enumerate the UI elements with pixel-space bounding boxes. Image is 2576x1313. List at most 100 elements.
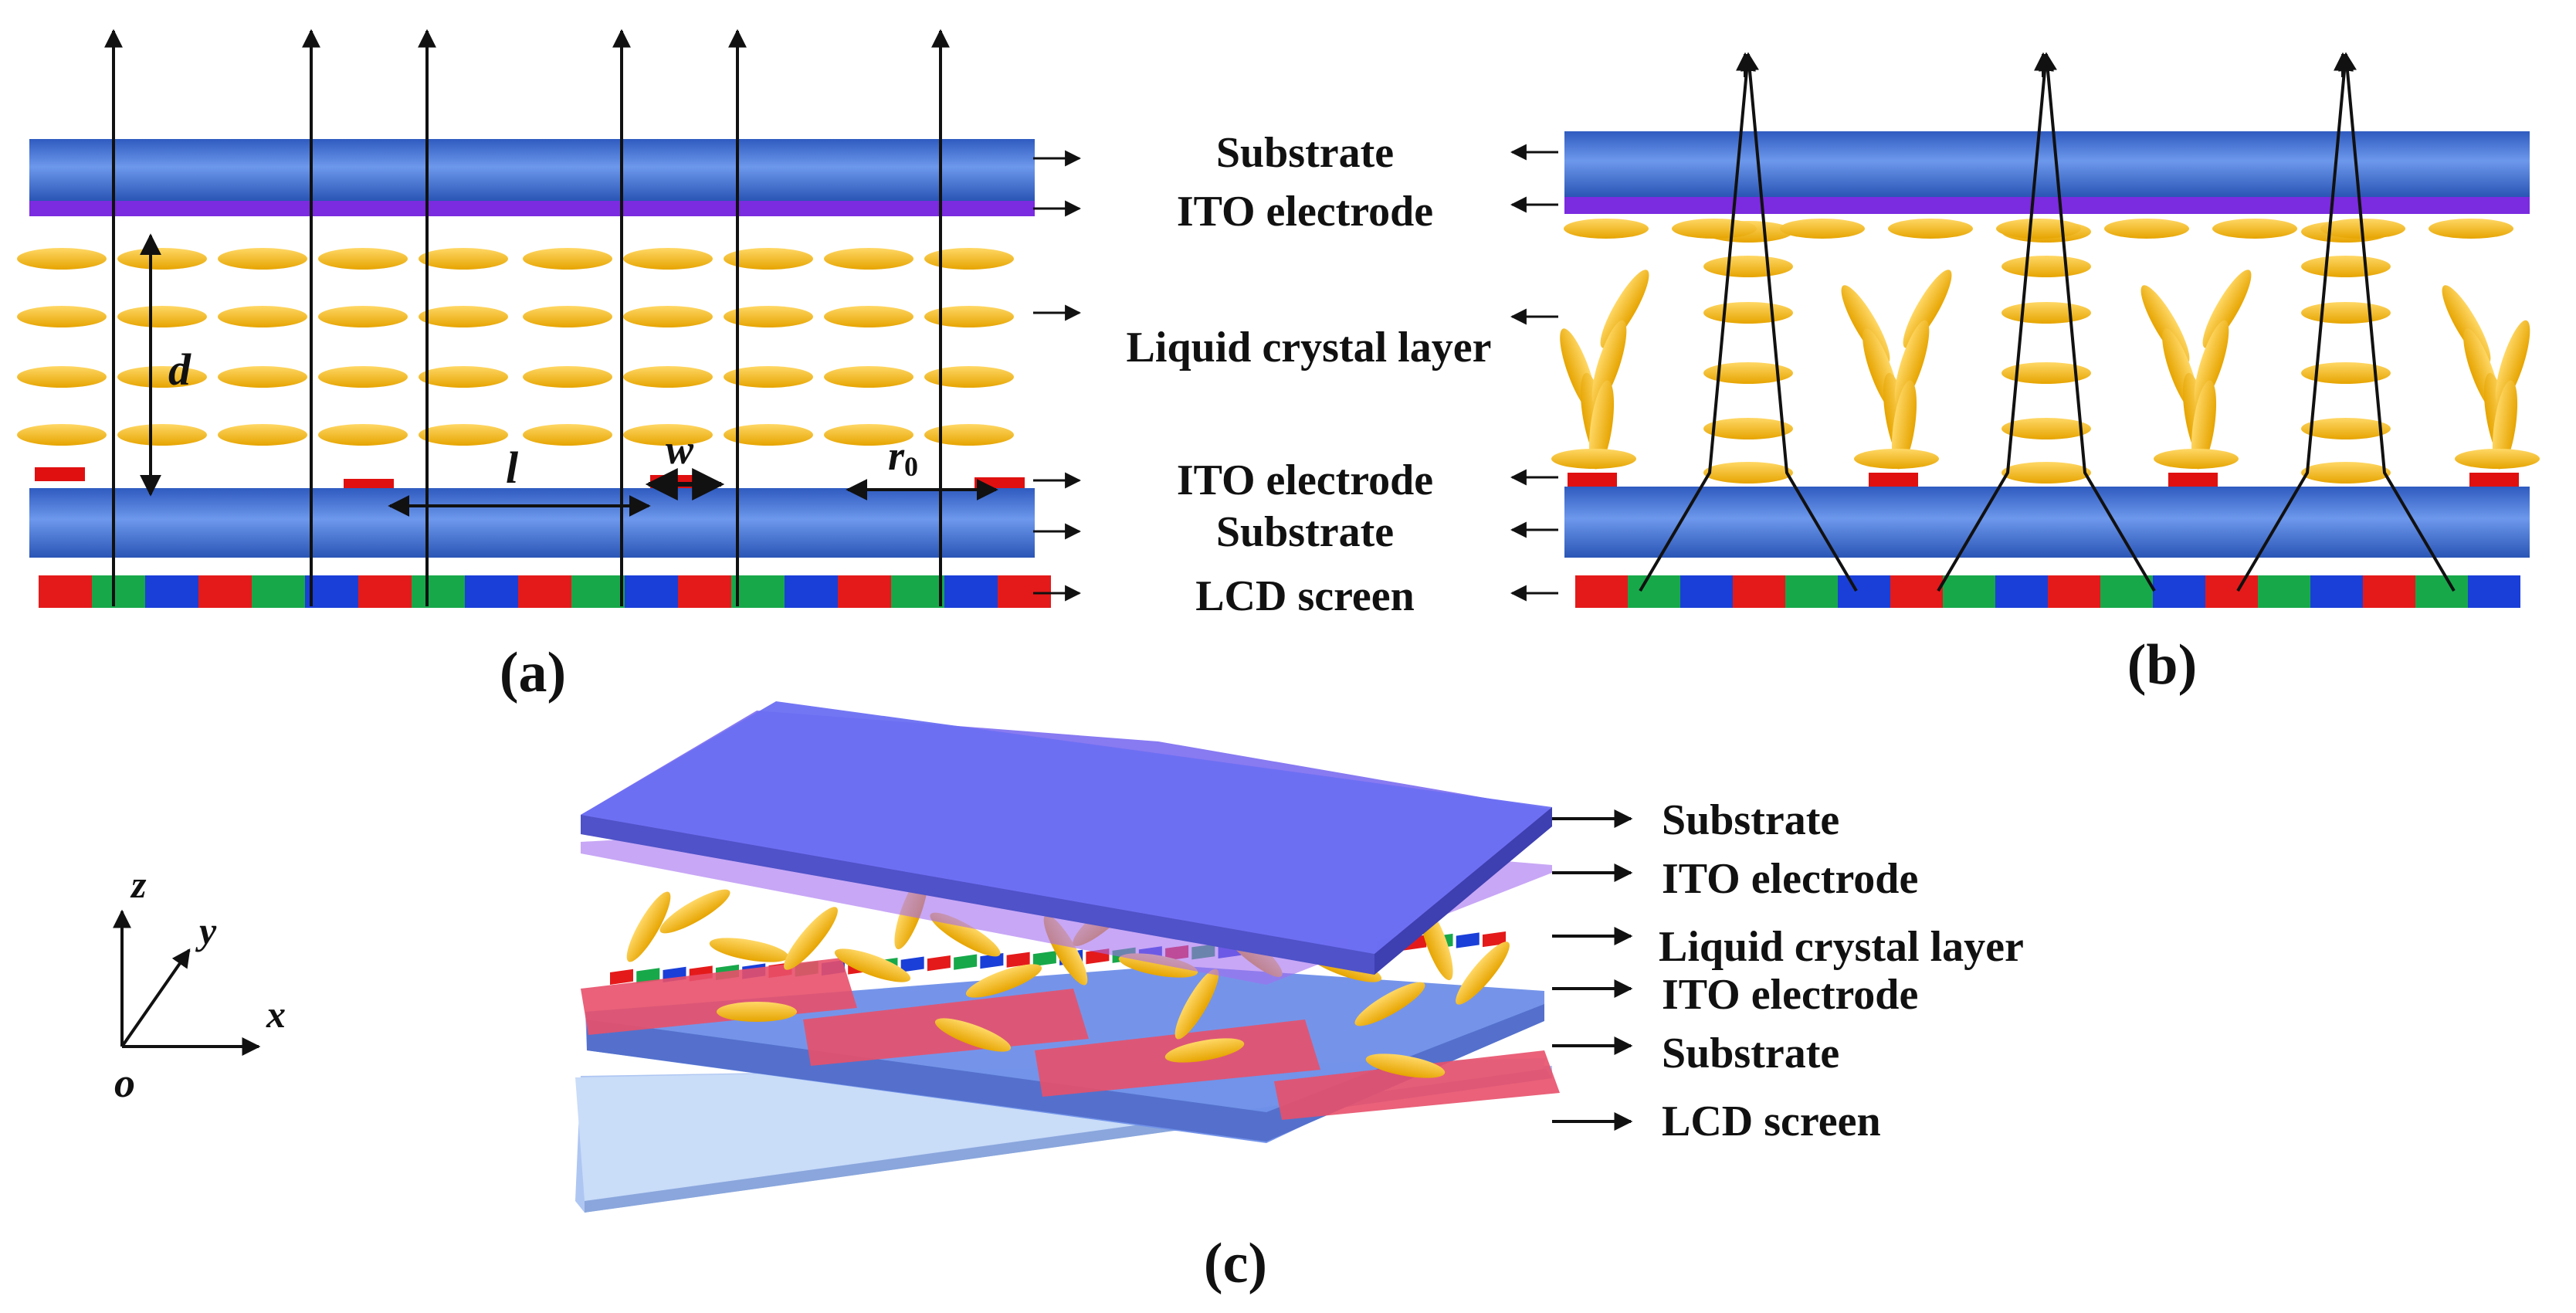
lc-molecule [2001, 462, 2091, 483]
panel-b-caption: (b) [2127, 633, 2197, 697]
lcd-pixel [1890, 575, 1943, 608]
lc-molecule-3d [1164, 1038, 1245, 1063]
panel-c: Substrate ITO electrode Liquid crystal l… [575, 701, 2024, 1295]
c-label-ito-top: ITO electrode [1662, 855, 1918, 903]
lcd-pixel [198, 575, 252, 608]
r0-label: r0 [888, 433, 918, 482]
lc-molecule [1551, 449, 1636, 469]
lc-molecule [117, 306, 207, 327]
lcd-pixel [944, 575, 998, 608]
lcd-pixel [2415, 575, 2468, 608]
lcd-pixel [2153, 575, 2205, 608]
label-lc-layer: Liquid crystal layer [1127, 324, 1492, 372]
lc-molecule [2001, 302, 2091, 324]
axis-z-label: z [130, 863, 147, 906]
lc-molecule-tilted [1588, 380, 1615, 470]
lc-molecule [419, 306, 508, 327]
lcd-pixel [305, 575, 358, 608]
top-substrate [29, 139, 1035, 201]
lc-molecule-tilted [2492, 380, 2518, 470]
lc-molecule [2001, 256, 2091, 277]
lc-molecule [2301, 256, 2391, 277]
lc-molecule-3d [934, 1018, 1012, 1052]
d-label: d [168, 344, 192, 395]
lc-molecule-tilted [1891, 380, 1917, 470]
lc-molecule [523, 306, 612, 327]
lc-molecule-3d [659, 889, 730, 934]
lc-molecule [824, 306, 913, 327]
lc-molecule [824, 424, 913, 446]
lcd-pixel [92, 575, 145, 608]
lcd-pixel [2100, 575, 2153, 608]
lc-molecule [318, 424, 408, 446]
lcd-pixel [980, 953, 1004, 969]
label-ito-bottom: ITO electrode [1177, 456, 1433, 504]
lcd-pixel [412, 575, 465, 608]
lc-molecule [824, 366, 913, 388]
lcd-pixel [518, 575, 571, 608]
lc-molecule [623, 248, 713, 270]
lc-molecule-tilted [2194, 320, 2229, 406]
l-label: l [506, 443, 519, 493]
lc-molecule [523, 424, 612, 446]
w-label: w [666, 426, 694, 473]
light-ray [2039, 52, 2156, 592]
bottom-substrate-b [1564, 487, 2530, 558]
lc-molecule [1703, 362, 1793, 384]
electrode [35, 467, 85, 481]
lc-molecule [218, 306, 307, 327]
label-substrate-top: Substrate [1216, 129, 1394, 177]
lc-molecule-3d [834, 948, 911, 982]
lcd-pixel [2363, 575, 2415, 608]
lc-molecule-tilted [1903, 270, 1952, 348]
lc-molecule [2455, 449, 2540, 469]
lc-molecule-tilted [2495, 320, 2530, 406]
lc-molecule [117, 248, 207, 270]
lcd-pixel [1575, 575, 1628, 608]
lc-molecule [218, 366, 307, 388]
lc-molecule-3d [1174, 969, 1219, 1040]
lc-molecule-tilted [1600, 270, 1649, 348]
lc-molecule [17, 366, 107, 388]
lc-molecule [1703, 302, 1793, 324]
liquid-crystal-molecules [17, 248, 1014, 446]
lc-molecule-3d [784, 907, 838, 970]
lc-molecule-3d [1354, 982, 1425, 1026]
lcd-pixel [2205, 575, 2258, 608]
label-ito-top: ITO electrode [1177, 188, 1433, 236]
panel-c-caption: (c) [1204, 1232, 1267, 1295]
lc-molecule [824, 248, 913, 270]
top-substrate-b [1564, 131, 2530, 197]
lcd-pixel [1032, 951, 1056, 967]
lc-molecule [2001, 418, 2091, 439]
lc-molecule [724, 306, 813, 327]
lc-molecule-3d [1456, 941, 1510, 1005]
lcd-pixel [465, 575, 518, 608]
lc-molecule [2301, 302, 2391, 324]
top-ito-electrode-b [1564, 197, 2530, 214]
lc-molecule [2301, 362, 2391, 384]
lc-molecule [523, 248, 612, 270]
lc-molecule-tilted [1894, 320, 1930, 406]
lc-molecule [924, 366, 1014, 388]
lcd-pixel [891, 575, 944, 608]
light-ray [1937, 52, 2054, 592]
lc-molecule [1888, 219, 1973, 239]
lcd-pixel [145, 575, 198, 608]
lc-molecule [924, 248, 1014, 270]
lcd-pixel [1995, 575, 2048, 608]
focused-light-rays [1639, 52, 2456, 592]
coordinate-axes: z y x o [113, 863, 286, 1106]
lc-molecule [623, 424, 713, 446]
lcd-pixel [1006, 952, 1030, 968]
lcd-pixel [2048, 575, 2100, 608]
axis-o-label: o [114, 1060, 135, 1106]
lcd-pixel [1838, 575, 1890, 608]
lcd-pixel [625, 575, 678, 608]
bottom-ito-electrodes-b [1568, 473, 2519, 488]
lc-molecule-3d [1365, 1053, 1446, 1078]
lc-molecule [2301, 462, 2391, 483]
lcd-pixel [1785, 575, 1838, 608]
lc-molecule [924, 306, 1014, 327]
lc-molecule [2104, 219, 2189, 239]
